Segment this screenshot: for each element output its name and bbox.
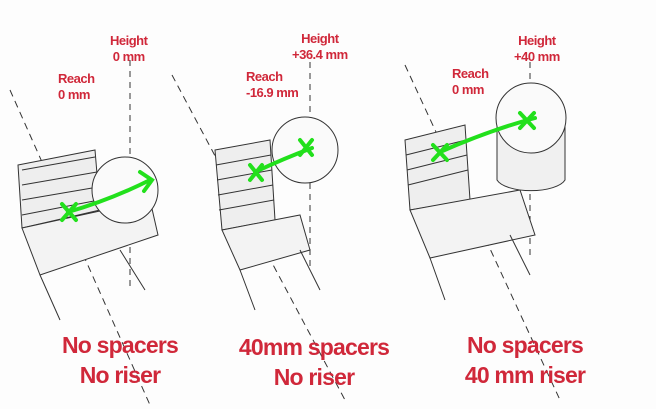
height-label: Height <box>518 33 556 48</box>
reach-label: Reach <box>452 66 489 81</box>
panel-3-caption: No spacers 40 mm riser <box>425 330 625 390</box>
reach-label: Reach <box>246 69 283 84</box>
reach-value: 0 mm <box>452 82 484 97</box>
caption-line: No spacers <box>466 332 584 358</box>
caption-line: No spacers <box>61 332 179 358</box>
reach-value: 0 mm <box>58 87 90 102</box>
panel-3-height: Height+40 mm <box>514 33 560 65</box>
caption-line: 40 mm riser <box>464 362 586 388</box>
height-value: 0 mm <box>112 49 145 64</box>
height-label: Height <box>301 31 339 46</box>
reach-label: Reach <box>58 71 95 86</box>
panel-1-arrow <box>66 178 152 214</box>
caption-line: 40mm spacers <box>238 334 390 360</box>
height-label: Height <box>110 33 148 48</box>
height-value: +40 mm <box>514 49 560 64</box>
caption-line: No riser <box>79 362 161 388</box>
panel-3-sketch <box>404 62 567 401</box>
panel-2-height: Height+36.4 mm <box>292 31 348 63</box>
reach-value: -16.9 mm <box>246 85 299 100</box>
panel-2-caption: 40mm spacers No riser <box>214 332 414 392</box>
height-value: +36.4 mm <box>292 47 348 62</box>
panel-1-caption: No spacers No riser <box>20 330 220 390</box>
caption-line: No riser <box>273 364 355 390</box>
panel-2-reach: Reach-16.9 mm <box>246 69 299 101</box>
